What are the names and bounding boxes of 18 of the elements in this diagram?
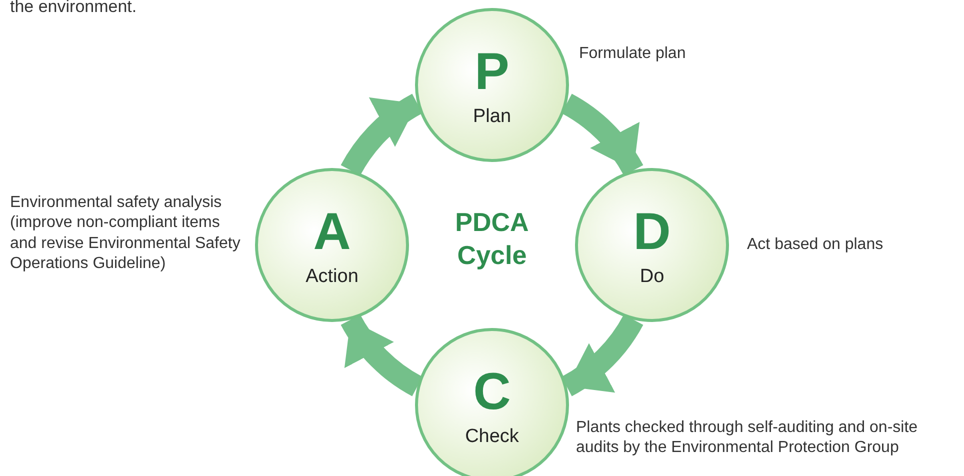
stage-name: Do bbox=[640, 266, 664, 288]
stage-description: Environmental safety analysis (improve non-compliant items and revise Environmental Safety Operations Guideline) bbox=[10, 193, 242, 274]
intro-text: the environment. bbox=[10, 0, 138, 18]
stage-description: Plants checked through self-auditing and on-site audits by the Environmental Protection Group bbox=[576, 418, 919, 458]
cycle-arrow bbox=[561, 94, 643, 176]
cycle-arrow bbox=[341, 94, 423, 176]
stage-name: Check bbox=[465, 426, 519, 448]
stage-letter: C bbox=[473, 366, 511, 418]
stage-name: Action bbox=[306, 266, 358, 288]
stage-description: Formulate plan bbox=[579, 44, 687, 64]
stage-name: Plan bbox=[472, 106, 512, 128]
stage-letter: A bbox=[313, 206, 351, 258]
cycle-title: PDCA Cycle bbox=[454, 206, 530, 271]
stage-description: Act based on plans bbox=[747, 235, 884, 255]
cycle-arrow bbox=[341, 314, 423, 396]
stage-letter: D bbox=[633, 206, 671, 258]
cycle-arrow bbox=[561, 314, 643, 396]
stage-letter: P bbox=[474, 46, 510, 98]
